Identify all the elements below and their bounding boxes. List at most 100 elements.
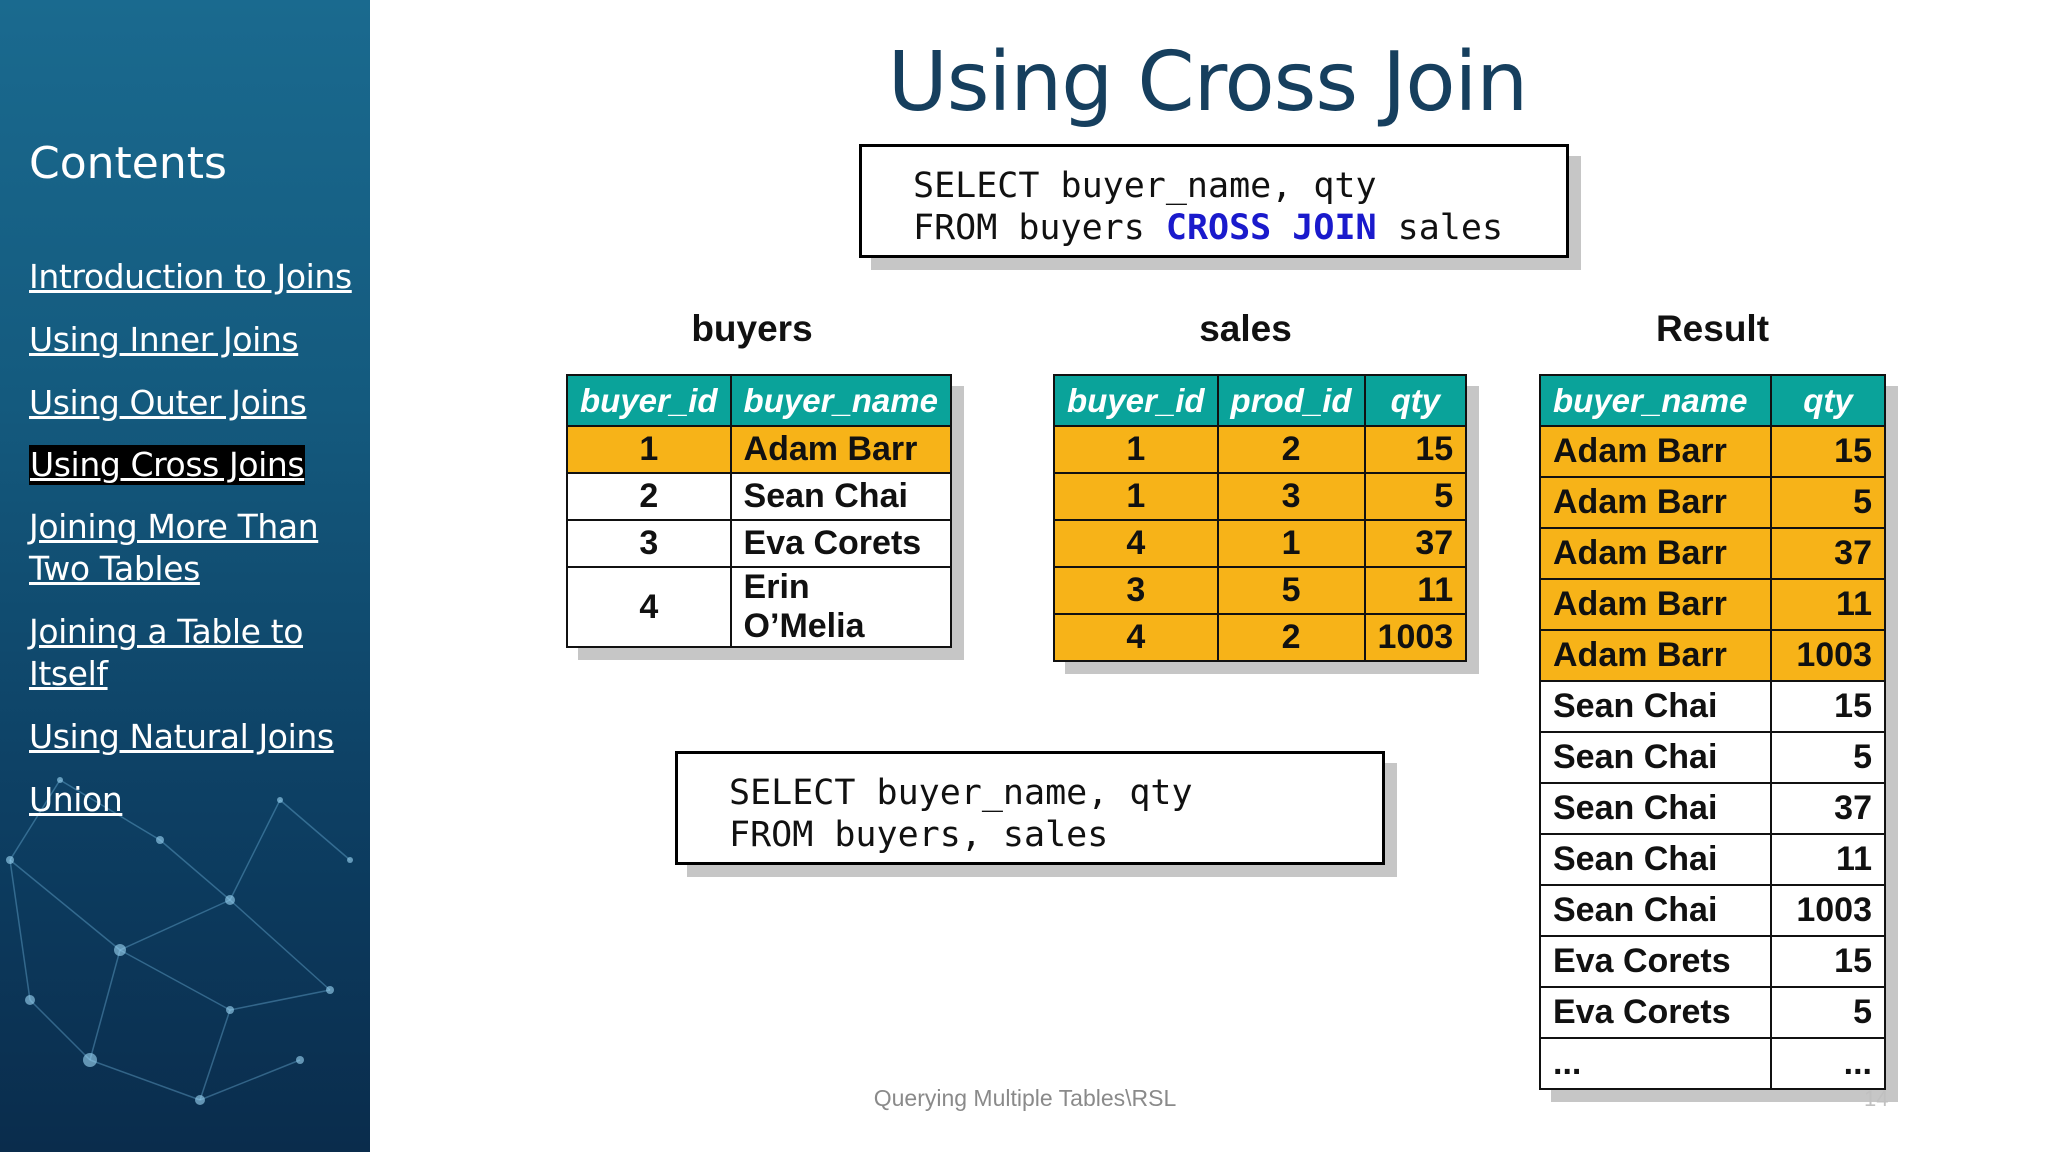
- table-cell: 1: [566, 425, 732, 474]
- table-cell: 1003: [1363, 613, 1468, 662]
- table-cell: 1: [1053, 425, 1219, 474]
- implicit-join-query-box: SELECT buyer_name, qty FROM buyers, sale…: [675, 751, 1385, 865]
- table-cell: 4: [1053, 519, 1219, 568]
- table-cell: 1: [1216, 519, 1366, 568]
- nav-link-joining-more-than-two-tables[interactable]: Joining More Than Two Tables: [29, 507, 319, 588]
- nav-link-introduction-to-joins[interactable]: Introduction to Joins: [29, 257, 352, 296]
- table-cell: 4: [1053, 613, 1219, 662]
- table-cell: 2: [1216, 425, 1366, 474]
- nav-link-union[interactable]: Union: [29, 780, 123, 819]
- nav-link-using-natural-joins[interactable]: Using Natural Joins: [29, 717, 334, 756]
- contents-heading: Contents: [29, 138, 227, 189]
- column-header: buyer_id: [1053, 374, 1219, 427]
- table-cell: Adam Barr: [729, 425, 952, 474]
- table-cell: 3: [566, 519, 732, 568]
- column-header: buyer_name: [1538, 374, 1773, 427]
- table-cell: Sean Chai: [729, 472, 952, 521]
- table-cell: 11: [1770, 578, 1886, 631]
- table-cell: 37: [1770, 527, 1886, 580]
- table-cell: 3: [1053, 566, 1219, 615]
- table-cell: 5: [1770, 986, 1886, 1039]
- table-cell: Adam Barr: [1538, 476, 1773, 529]
- table-cell: ...: [1770, 1037, 1886, 1090]
- buyers-caption: buyers: [691, 308, 813, 349]
- table-cell: 15: [1770, 935, 1886, 988]
- table-cell: 5: [1363, 472, 1468, 521]
- table-cell: 11: [1770, 833, 1886, 886]
- nav-link-using-outer-joins[interactable]: Using Outer Joins: [29, 383, 307, 422]
- column-header: buyer_name: [729, 374, 952, 427]
- code-line: FROM buyers, sales: [729, 815, 1109, 855]
- code-line: SELECT buyer_name, qty: [729, 773, 1193, 813]
- column-header: buyer_id: [566, 374, 732, 427]
- table-cell: 37: [1363, 519, 1468, 568]
- table-cell: Eva Corets: [1538, 986, 1773, 1039]
- table-cell: Eva Corets: [1538, 935, 1773, 988]
- table-cell: 15: [1770, 680, 1886, 733]
- table-cell: Adam Barr: [1538, 629, 1773, 682]
- cross-join-keyword: CROSS JOIN: [1165, 208, 1377, 248]
- slide-footer: Querying Multiple Tables\RSL: [873, 1085, 1177, 1111]
- table-cell: Erin O’Melia: [729, 566, 952, 648]
- table-cell: 2: [566, 472, 732, 521]
- column-header: qty: [1363, 374, 1468, 427]
- nav-link-using-inner-joins[interactable]: Using Inner Joins: [29, 320, 299, 359]
- table-cell: 37: [1770, 782, 1886, 835]
- code-line: sales: [1376, 208, 1504, 248]
- table-cell: 5: [1216, 566, 1366, 615]
- table-cell: ...: [1538, 1037, 1773, 1090]
- table-cell: 15: [1363, 425, 1468, 474]
- table-cell: Sean Chai: [1538, 731, 1773, 784]
- result-caption: Result: [1655, 308, 1770, 349]
- table-cell: 2: [1216, 613, 1366, 662]
- table-cell: 1: [1053, 472, 1219, 521]
- table-cell: Eva Corets: [729, 519, 952, 568]
- table-cell: 1003: [1770, 884, 1886, 937]
- table-cell: Adam Barr: [1538, 527, 1773, 580]
- code-line: FROM buyers: [913, 208, 1166, 248]
- code-line: SELECT buyer_name, qty: [913, 166, 1377, 206]
- table-cell: Sean Chai: [1538, 884, 1773, 937]
- table-cell: 1003: [1770, 629, 1886, 682]
- table-cell: Sean Chai: [1538, 782, 1773, 835]
- slide-number: 14: [1864, 1086, 1889, 1111]
- nav-link-joining-a-table-to-itself[interactable]: Joining a Table to Itself: [29, 612, 303, 693]
- table-cell: Sean Chai: [1538, 680, 1773, 733]
- table-cell: Adam Barr: [1538, 425, 1773, 478]
- nav-link-using-cross-joins[interactable]: Using Cross Joins: [29, 445, 306, 485]
- network-background-graphic: [6, 777, 353, 1105]
- table-cell: 5: [1770, 731, 1886, 784]
- table-cell: 5: [1770, 476, 1886, 529]
- sidebar: Contents Introduction to Joins Using Inn…: [0, 0, 370, 1152]
- sales-caption: sales: [1199, 308, 1292, 349]
- contents-nav: Introduction to Joins Using Inner Joins …: [29, 256, 364, 842]
- table-cell: Sean Chai: [1538, 833, 1773, 886]
- table-cell: 3: [1216, 472, 1366, 521]
- cross-join-query-box: SELECT buyer_name, qty FROM buyers CROSS…: [859, 144, 1569, 258]
